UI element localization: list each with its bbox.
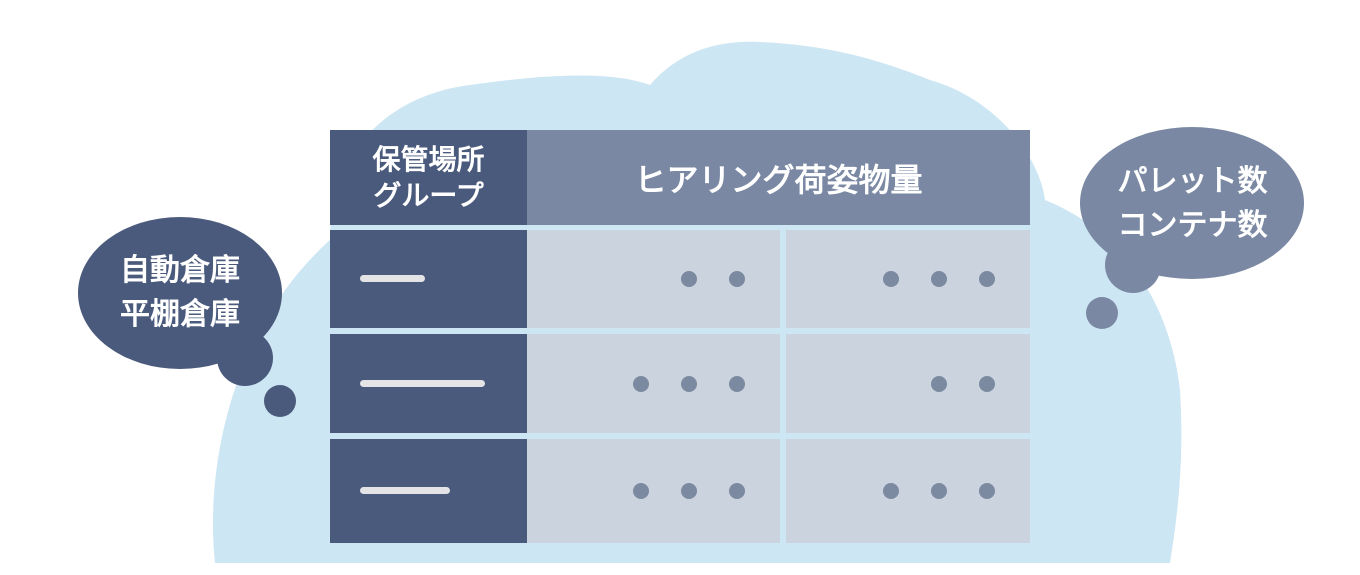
dot bbox=[979, 271, 995, 287]
placeholder-dots bbox=[883, 483, 995, 499]
dot bbox=[681, 271, 697, 287]
right-bubble-line: コンテナ数 bbox=[1117, 208, 1268, 243]
dot bbox=[883, 483, 899, 499]
right-bubble-line: パレット数 bbox=[1117, 164, 1268, 199]
placeholder-dots bbox=[931, 375, 995, 392]
placeholder-dash bbox=[360, 487, 450, 494]
volume-cell bbox=[786, 439, 1030, 543]
dot bbox=[729, 271, 745, 287]
left-bubble-text: 自動倉庫 平棚倉庫 bbox=[80, 249, 280, 337]
dot bbox=[633, 483, 649, 499]
volume-cell bbox=[527, 230, 780, 328]
dot bbox=[931, 483, 947, 499]
right-speech-bubble bbox=[1080, 127, 1304, 329]
dot bbox=[729, 483, 745, 499]
placeholder-dots bbox=[883, 271, 995, 287]
dot bbox=[931, 271, 947, 287]
placeholder-dots bbox=[681, 271, 745, 287]
dot bbox=[979, 483, 995, 499]
left-bubble-line: 自動倉庫 bbox=[120, 253, 240, 288]
dot bbox=[633, 375, 649, 392]
group-cell bbox=[330, 230, 527, 328]
volume-cell bbox=[786, 334, 1030, 433]
dot bbox=[883, 271, 899, 287]
header-storage-group: 保管場所 グループ bbox=[330, 130, 527, 225]
left-speech-bubble bbox=[78, 217, 296, 417]
dot bbox=[681, 483, 697, 499]
group-cell bbox=[330, 439, 527, 543]
placeholder-dots bbox=[633, 375, 745, 392]
volume-cell bbox=[786, 230, 1030, 328]
left-bubble-line: 平棚倉庫 bbox=[120, 297, 240, 332]
volume-cell bbox=[527, 439, 780, 543]
header-line: グループ bbox=[373, 178, 484, 212]
header-hearing-volume: ヒアリング荷姿物量 bbox=[527, 130, 1030, 225]
dot bbox=[931, 375, 947, 392]
volume-cell bbox=[527, 334, 780, 433]
dot bbox=[681, 375, 697, 392]
placeholder-dash bbox=[360, 275, 425, 282]
placeholder-dots bbox=[633, 483, 745, 499]
header-line: 保管場所 bbox=[372, 142, 485, 176]
group-cell bbox=[330, 334, 527, 433]
right-bubble-text: パレット数 コンテナ数 bbox=[1085, 160, 1300, 248]
dot bbox=[729, 375, 745, 392]
dot bbox=[979, 375, 995, 392]
placeholder-dash bbox=[360, 379, 485, 387]
